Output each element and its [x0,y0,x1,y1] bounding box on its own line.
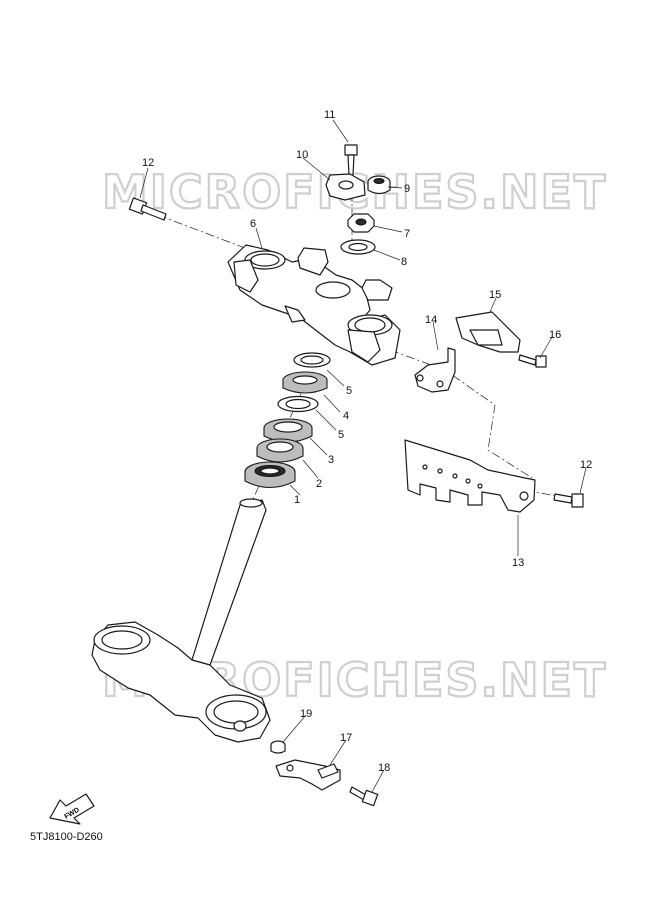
handlebar-holder-10 [325,173,366,201]
bolt-12-right [553,493,584,508]
label-part-13: 13 [512,557,524,569]
label-part-18: 18 [378,762,390,774]
label-part-8: 8 [401,256,407,268]
bearing-2 [256,438,304,463]
diagram-code: 5TJ8100-D260 [30,831,103,843]
bracket-13 [404,439,536,513]
under-bracket-steering-stem [91,498,271,743]
label-part-9: 9 [404,183,410,195]
label-part-12b: 12 [580,459,592,471]
bearing-1 [244,461,296,489]
label-part-6: 6 [250,218,256,230]
bolt-12-upper [128,197,167,221]
axis-line-bolt12 [157,214,251,251]
label-part-19: 19 [300,708,312,720]
fwd-arrow-icon: FWD [49,793,95,825]
label-part-3: 3 [328,454,334,466]
ring-nut-4 [282,371,328,394]
leader-lines [139,119,587,793]
label-part-1: 1 [294,494,300,506]
washer-5-lower [277,395,319,413]
label-part-5a: 5 [346,385,352,397]
collar-19 [270,740,286,754]
label-part-17: 17 [340,732,352,744]
label-part-15: 15 [489,289,501,301]
bolt-11 [344,144,358,176]
label-part-4: 4 [343,410,349,422]
label-part-11: 11 [324,109,335,121]
clamp-15 [455,311,521,353]
label-part-7: 7 [404,228,410,240]
washer-5-upper [293,352,331,368]
label-part-5b: 5 [338,429,344,441]
label-part-12a: 12 [142,157,154,169]
nut-7 [347,213,375,233]
collar-9 [367,175,391,195]
label-part-16: 16 [549,329,561,341]
bearing-cover-3 [263,418,313,443]
bracket-plate-14 [414,347,456,393]
bolt-16 [518,354,547,368]
axis-line-bracket [389,349,533,479]
upper-bracket-6 [227,244,401,366]
label-part-2: 2 [316,478,322,490]
bracket-17 [275,759,341,791]
label-part-10: 10 [296,149,308,161]
washer-8 [340,239,376,255]
bolt-18 [349,786,379,807]
label-part-14: 14 [425,314,437,326]
